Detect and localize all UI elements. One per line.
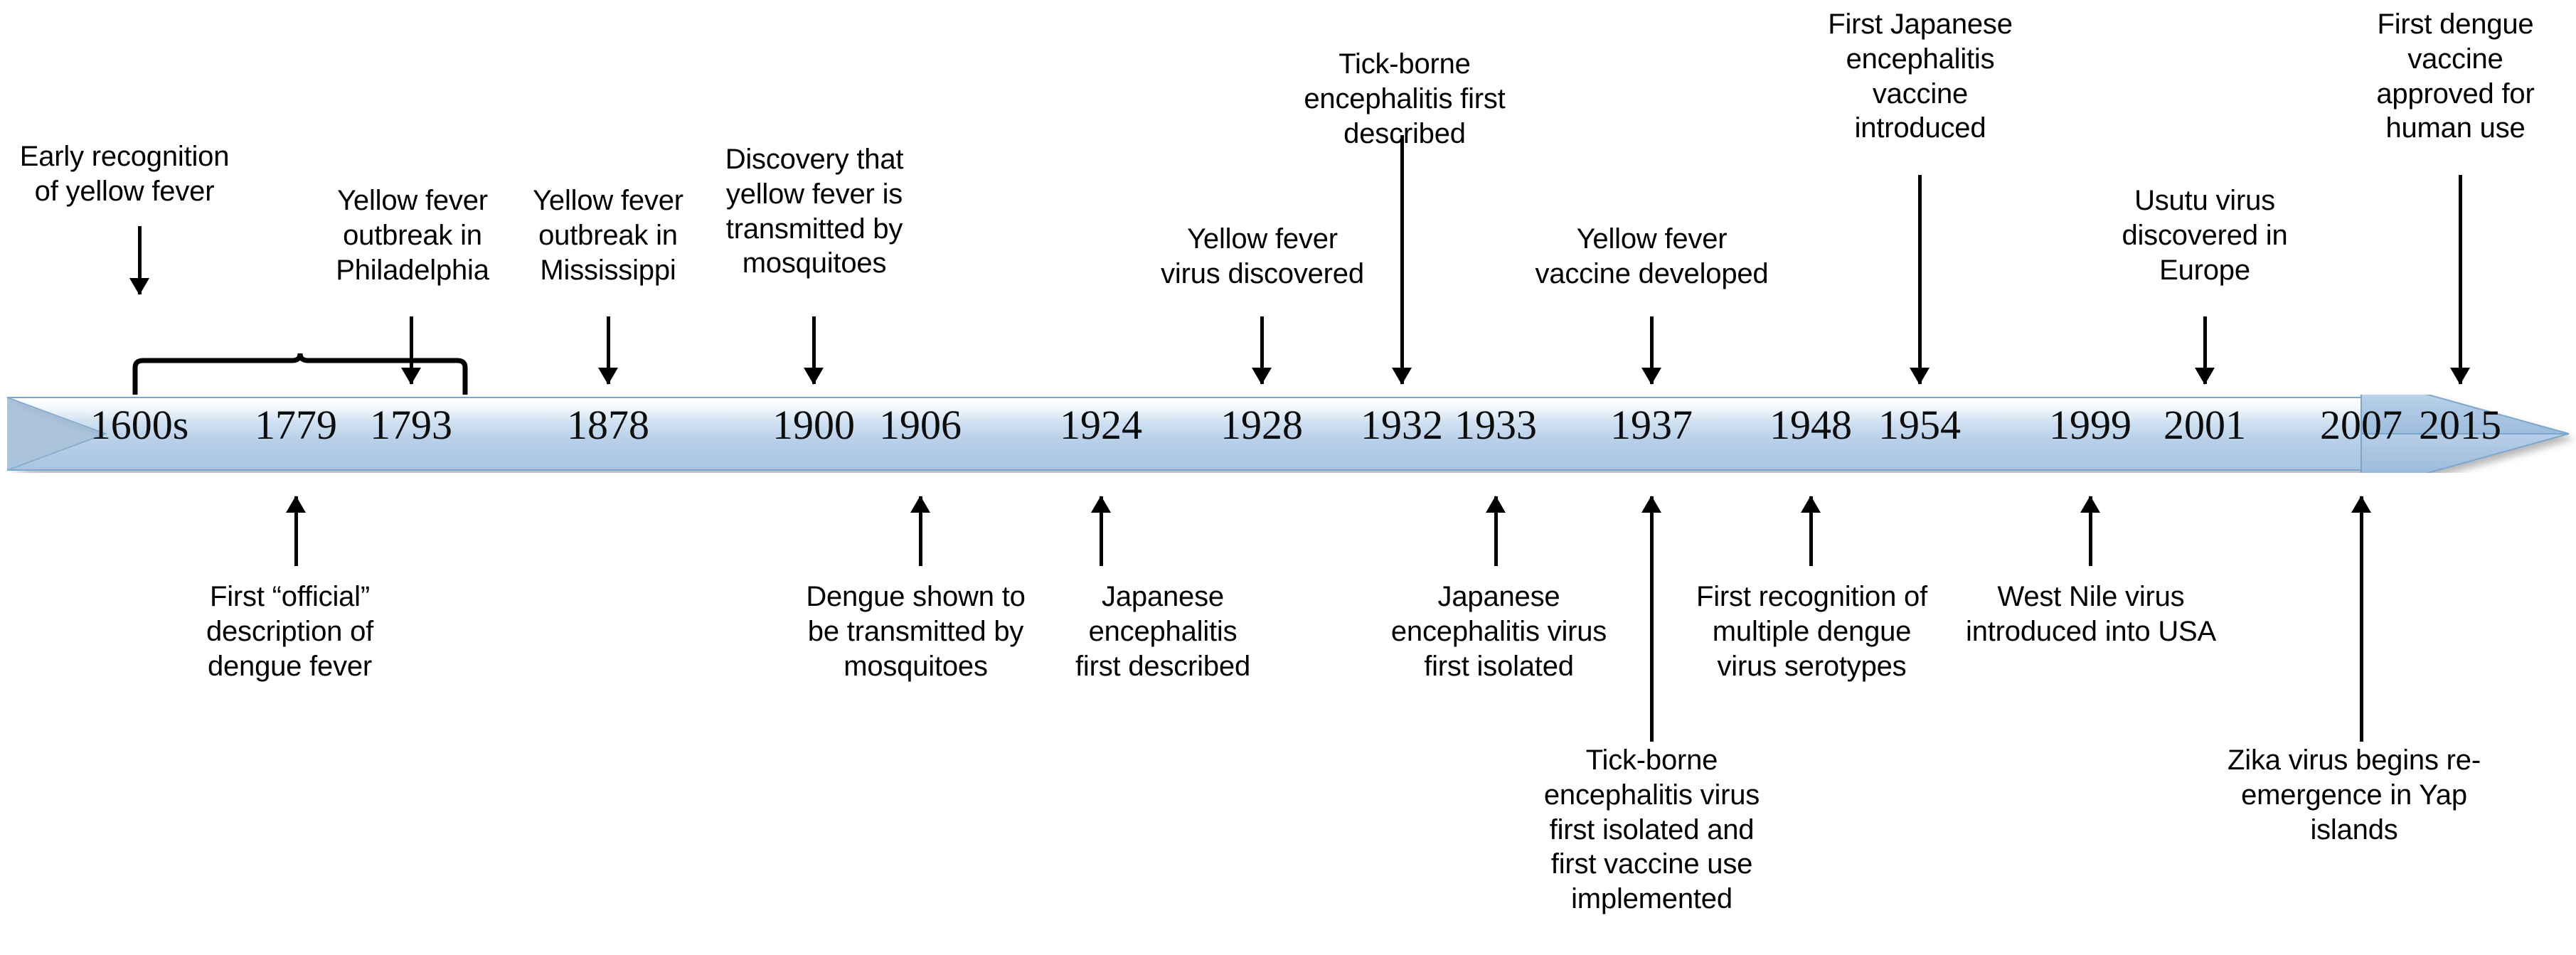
connector-shaft (1400, 135, 1404, 384)
connector-shaft (812, 316, 816, 384)
connector-shaft (2089, 496, 2092, 566)
arrowhead-up-icon (286, 496, 306, 513)
connector-shaft (1260, 316, 1264, 384)
event-label-tick-borne-encephalitis-virus-first-isolated-vaccine: Tick-borne encephalitis virus first isol… (1543, 745, 1760, 915)
timeline-year-2007[interactable]: 2007 (2320, 402, 2402, 448)
timeline-year-1924[interactable]: 1924 (1060, 402, 1142, 448)
timeline-arrow-band (0, 395, 2576, 473)
connector-shaft (2360, 496, 2363, 742)
arrowhead-up-icon (1486, 496, 1506, 513)
timeline-year-1937[interactable]: 1937 (1610, 402, 1693, 448)
timeline-year-1928[interactable]: 1928 (1220, 402, 1303, 448)
event-label-first-dengue-vaccine-approved: First dengue vaccine approved for human … (2376, 9, 2535, 144)
timeline-year-1900[interactable]: 1900 (772, 402, 855, 448)
timeline-year-1932[interactable]: 1932 (1361, 402, 1443, 448)
arrowhead-up-icon (1641, 496, 1661, 513)
event-label-yellow-fever-vaccine-developed: Yellow fever vaccine developed (1535, 223, 1769, 289)
arrowhead-up-icon (2080, 496, 2100, 513)
event-label-first-official-description-dengue-fever: First “official” description of dengue f… (206, 581, 374, 682)
arrowhead-down-icon (2450, 368, 2470, 385)
timeline-year-1999[interactable]: 1999 (2049, 402, 2131, 448)
connector-shaft (2459, 175, 2462, 384)
event-label-tick-borne-encephalitis-first-described: Tick-borne encephalitis first described (1304, 48, 1506, 149)
arrowhead-down-icon (401, 368, 421, 385)
event-label-west-nile-virus-introduced-usa: West Nile virus introduced into USA (1966, 581, 2216, 647)
timeline-year-1954[interactable]: 1954 (1878, 402, 1961, 448)
timeline-year-2015[interactable]: 2015 (2419, 402, 2501, 448)
arrowhead-up-icon (910, 496, 930, 513)
timeline-year-1793[interactable]: 1793 (370, 402, 452, 448)
arrowhead-down-icon (1910, 368, 1930, 385)
arrowhead-down-icon (129, 278, 149, 295)
event-label-zika-virus-reemergence-yap: Zika virus begins re- emergence in Yap i… (2228, 745, 2481, 845)
arrowhead-down-icon (1252, 368, 1272, 385)
connector-shaft (138, 226, 142, 294)
arrowhead-down-icon (1641, 368, 1661, 385)
connector-shaft (1650, 496, 1654, 742)
connector-shaft (607, 316, 610, 384)
event-label-yellow-fever-virus-discovered: Yellow fever virus discovered (1161, 223, 1364, 289)
event-label-yellow-fever-outbreak-philadelphia: Yellow fever outbreak in Philadelphia (336, 185, 489, 286)
event-label-first-japanese-encephalitis-vaccine-introduced: First Japanese encephalitis vaccine intr… (1828, 9, 2013, 144)
brace-1600s (132, 352, 469, 396)
connector-shaft (919, 496, 922, 566)
event-label-dengue-shown-transmitted-mosquitoes: Dengue shown to be transmitted by mosqui… (806, 581, 1026, 682)
connector-shaft (1918, 175, 1922, 384)
connector-shaft (410, 316, 413, 384)
event-label-yellow-fever-outbreak-mississippi: Yellow fever outbreak in Mississippi (533, 185, 683, 286)
timeline-year-2001[interactable]: 2001 (2163, 402, 2246, 448)
connector-shaft (1650, 316, 1654, 384)
connector-shaft (1100, 496, 1103, 566)
event-label-discovery-yellow-fever-mosquito-transmission: Discovery that yellow fever is transmitt… (725, 144, 904, 279)
connector-shaft (1809, 496, 1813, 566)
arrowhead-down-icon (1392, 368, 1412, 385)
arrowhead-up-icon (2351, 496, 2371, 513)
timeline-year-1779[interactable]: 1779 (255, 402, 337, 448)
event-label-early-recognition-yellow-fever: Early recognition of yellow fever (19, 141, 230, 207)
arrowhead-up-icon (1801, 496, 1821, 513)
arrowhead-down-icon (804, 368, 824, 385)
arrowhead-down-icon (598, 368, 618, 385)
event-label-japanese-encephalitis-virus-first-isolated: Japanese encephalitis virus first isolat… (1390, 581, 1607, 682)
connector-shaft (2203, 316, 2207, 384)
timeline-year-1600s[interactable]: 1600s (90, 402, 189, 448)
event-label-usutu-virus-discovered-europe: Usutu virus discovered in Europe (2122, 185, 2288, 286)
arrowhead-down-icon (2195, 368, 2215, 385)
timeline-year-1878[interactable]: 1878 (567, 402, 649, 448)
timeline-year-1948[interactable]: 1948 (1769, 402, 1852, 448)
arrowhead-up-icon (1091, 496, 1111, 513)
event-label-first-recognition-multiple-dengue-serotypes: First recognition of multiple dengue vir… (1696, 581, 1928, 682)
timeline-year-1933[interactable]: 1933 (1454, 402, 1537, 448)
connector-shaft (294, 496, 298, 566)
event-label-japanese-encephalitis-first-described: Japanese encephalitis first described (1075, 581, 1250, 682)
timeline-year-1906[interactable]: 1906 (879, 402, 962, 448)
connector-shaft (1494, 496, 1498, 566)
